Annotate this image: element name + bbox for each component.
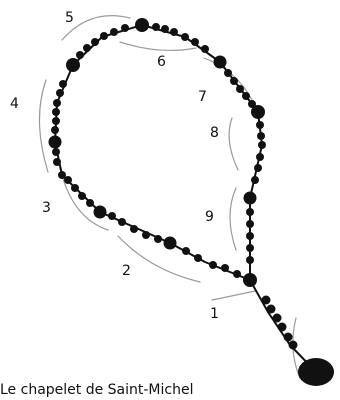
bead-25 (53, 158, 61, 166)
bead-57 (258, 141, 266, 149)
bead-14 (154, 235, 162, 243)
bead-24 (58, 171, 66, 179)
bead-66 (246, 256, 254, 264)
section-number-4: 4 (10, 96, 19, 112)
bead-48 (214, 56, 227, 69)
section-number-9: 9 (205, 209, 214, 225)
bead-4 (273, 314, 282, 323)
bead-64 (246, 232, 254, 240)
bead-42 (152, 23, 160, 31)
section-bracket-8 (229, 118, 238, 170)
bead-34 (66, 58, 80, 72)
bead-22 (71, 184, 79, 192)
bead-31 (53, 99, 61, 107)
bead-15 (142, 231, 150, 239)
bead-63 (246, 220, 254, 228)
section-number-2: 2 (122, 263, 131, 279)
bead-45 (181, 33, 189, 41)
bead-5 (267, 305, 276, 314)
bead-20 (86, 199, 94, 207)
bead-12 (182, 247, 190, 255)
bead-44 (170, 28, 178, 36)
section-number-6: 6 (157, 54, 166, 70)
bead-59 (254, 164, 262, 172)
bead-49 (224, 69, 232, 77)
bead-21 (78, 192, 86, 200)
section-number-1: 1 (210, 306, 219, 322)
bead-33 (59, 80, 67, 88)
bead-56 (257, 132, 265, 140)
bead-1 (289, 341, 298, 350)
section-number-0: 0 (305, 366, 314, 382)
bead-3 (278, 323, 287, 332)
bead-16 (130, 225, 138, 233)
bead-36 (83, 44, 91, 52)
bead-61 (244, 192, 257, 205)
bead-39 (110, 28, 118, 36)
section-number-3: 3 (42, 200, 51, 216)
bead-52 (242, 92, 250, 100)
medal-bead (298, 358, 334, 386)
bead-54 (251, 105, 265, 119)
bead-65 (246, 244, 254, 252)
bead-29 (52, 117, 60, 125)
section-number-5: 5 (65, 10, 74, 26)
bead-38 (100, 32, 108, 40)
bead-19 (94, 206, 107, 219)
section-number-7: 7 (198, 89, 207, 105)
bead-10 (209, 261, 217, 269)
bead-60 (251, 176, 259, 184)
bead-40 (121, 24, 129, 32)
bead-58 (256, 153, 264, 161)
section-bracket-1 (212, 291, 255, 300)
section-bracket-6 (120, 42, 196, 50)
section-numbers: 0 1 2 3 4 5 6 7 8 9 (10, 10, 314, 382)
section-number-8: 8 (210, 125, 219, 141)
bead-9 (221, 264, 229, 272)
diagram-caption: Le chapelet de Saint-Michel (0, 380, 193, 400)
bead-26 (52, 148, 60, 156)
bead-30 (52, 108, 60, 116)
bead-27 (49, 136, 62, 149)
bead-35 (76, 51, 84, 59)
section-bracket-4 (39, 80, 48, 172)
bead-62 (246, 208, 254, 216)
bead-2 (284, 333, 293, 342)
bead-50 (230, 77, 238, 85)
beads (49, 18, 335, 386)
bead-17 (118, 218, 126, 226)
bead-11 (194, 254, 202, 262)
bead-41 (135, 18, 149, 32)
bead-6 (262, 296, 271, 305)
bead-37 (91, 38, 99, 46)
bead-51 (236, 85, 244, 93)
bead-55 (256, 121, 264, 129)
section-bracket-9 (230, 188, 236, 250)
bead-28 (51, 126, 59, 134)
bead-18 (108, 212, 116, 220)
bead-8 (233, 270, 241, 278)
bead-13 (164, 237, 177, 250)
bead-43 (161, 25, 169, 33)
bead-32 (56, 89, 64, 97)
bead-47 (201, 45, 209, 53)
bead-46 (191, 38, 199, 46)
bead-7 (243, 273, 257, 287)
